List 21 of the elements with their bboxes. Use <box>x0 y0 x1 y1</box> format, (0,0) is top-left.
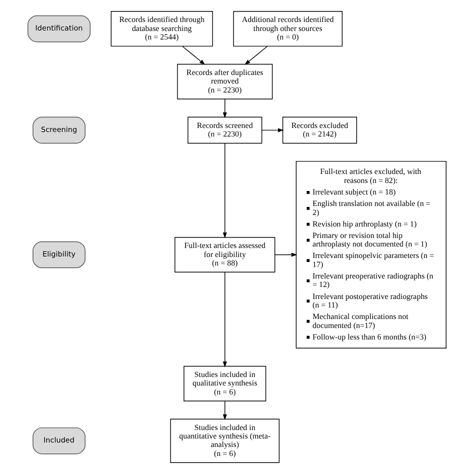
arrow <box>262 128 284 132</box>
arrow <box>182 46 206 65</box>
node-box: Eligibility <box>32 241 86 268</box>
node-box: Records excluded (n = 2142) <box>282 116 358 144</box>
arrow <box>274 252 298 257</box>
arrow <box>222 98 227 118</box>
node-box: Additional records identified through other sources (n = 0) <box>233 11 343 47</box>
node-box: Full-text articles excluded, with reasons (n = 82): Irrelevant subject (n = 18) English translation not available (n = 2) Revision hip arthroplasty (n = 1) Primary or revision total hip arthroplasty not documented (n = 1) Irrelevant spinopelvic parameters (n = 17) Irrelevant preoperative radiographs (n = 12) Irrelevant postoperative radiographs (n = 11) Mechanical complications not documented (n=17) Follow-up less than 6 months (n=3) <box>296 160 446 349</box>
node-box: Records after duplicates removed (n = 2230) <box>177 64 273 100</box>
arrow <box>222 272 227 368</box>
node-box: Studies included in qualitative synthesis (n = 6) <box>184 366 266 402</box>
node-box: Full-text articles assessed for eligibility (n = 88) <box>174 237 276 272</box>
node-box: Records identified through database searching (n = 2544) <box>110 11 213 47</box>
node-box: Screening <box>32 116 86 144</box>
arrow <box>222 400 227 420</box>
arrow <box>222 143 227 238</box>
node-box: Included <box>32 427 86 454</box>
arrow <box>244 46 268 65</box>
node-box: Studies included in quantitative synthesis (meta-analysis) (n = 6) <box>170 418 280 463</box>
node-box: Records screened (n = 2230) <box>188 116 262 144</box>
node-box: Identification <box>28 15 91 42</box>
